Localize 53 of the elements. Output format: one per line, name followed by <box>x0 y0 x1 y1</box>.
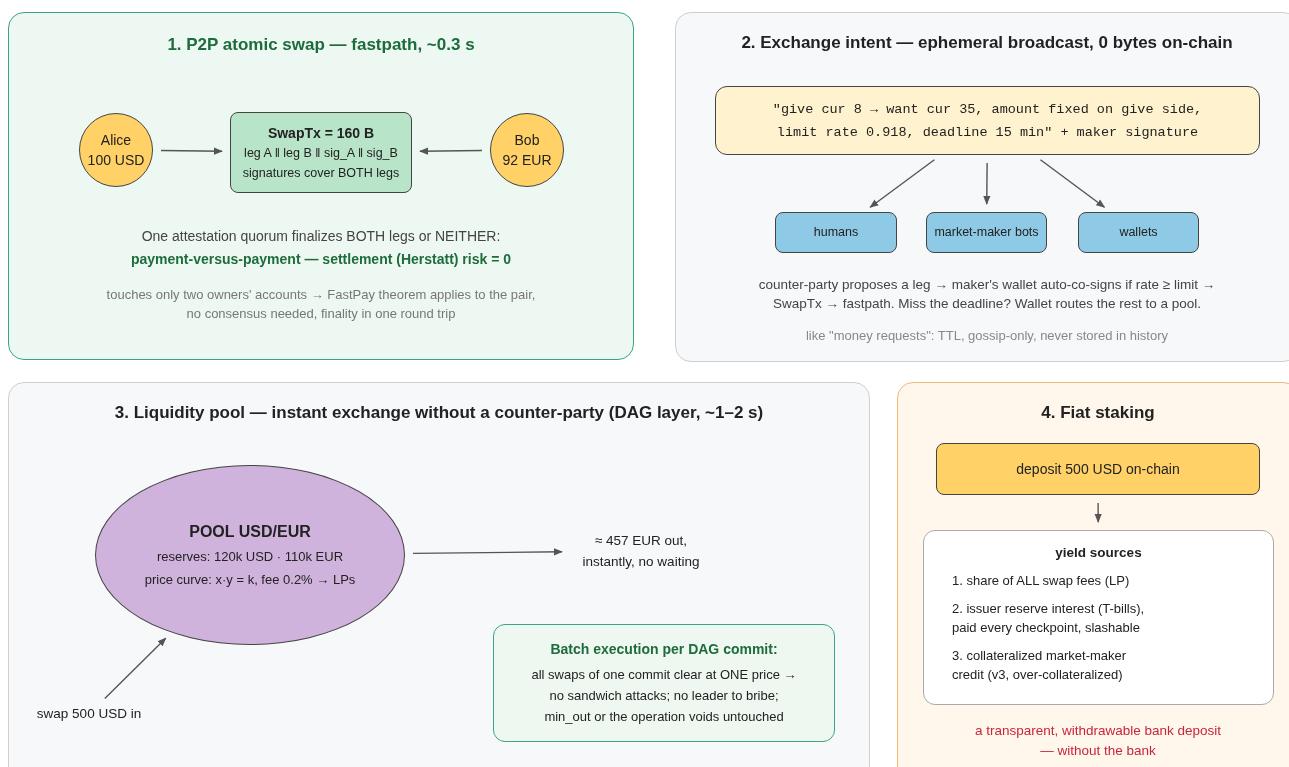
panel-title: 1. P2P atomic swap — fastpath, ~0.3 s <box>166 34 476 56</box>
output-label: ≈ 457 EUR out, instantly, no waiting <box>570 530 712 572</box>
list-card <box>923 530 1274 705</box>
arrow <box>983 162 991 205</box>
box-text: market-maker bots <box>934 224 1039 242</box>
tagline-text: a transparent, withdrawable bank deposit — without the bank <box>973 722 1223 760</box>
transaction-box <box>230 112 412 193</box>
pool-text: reserves: 120k USD · 110k EUR <box>156 548 344 566</box>
participant-box <box>926 212 1047 253</box>
note-text: touches only two owners' accounts → FastPay theorem applies to the pair, no consensus needed, finality in one round trip <box>105 286 537 323</box>
card-text: all swaps of one commit clear at ONE price → no sandwich attacks; no leader to bribe; min_out or the operation voids untouched <box>530 666 798 726</box>
panel-card <box>897 382 1289 767</box>
panel-card <box>675 12 1289 362</box>
balance-text: 100 USD <box>87 151 145 170</box>
box-text: leg A ‖ leg B ‖ sig_A ‖ sig_B <box>244 144 398 162</box>
box-title: SwapTx = 160 B <box>267 123 375 143</box>
account-name: Alice <box>100 131 132 150</box>
list-item: 3. collateralized market-maker credit (v3, over-collateralized) <box>951 647 1128 684</box>
list-item: 1. share of ALL swap fees (LP) <box>951 572 1131 590</box>
pool-title: POOL USD/EUR <box>189 522 311 542</box>
arrow <box>412 548 563 556</box>
info-card <box>493 624 835 742</box>
panel-card <box>8 12 634 360</box>
summary-text: One attestation quorum finalizes BOTH legs or NEITHER: <box>140 227 502 246</box>
card-title: Batch execution per DAG commit: <box>550 640 778 659</box>
pool-text: price curve: x·y = k, fee 0.2% → LPs <box>144 571 356 589</box>
arrow <box>160 147 223 155</box>
box-text: deposit 500 USD on-chain <box>1016 459 1180 479</box>
arrow <box>419 147 483 155</box>
arrow <box>104 637 167 700</box>
intent-box <box>715 86 1260 155</box>
intent-text: "give cur 8 → want cur 35, amount fixed on give side, limit rate 0.918, deadline 15 min" + maker signature <box>771 100 1204 142</box>
description-text: counter-party proposes a leg → maker's wallet auto-co-signs if rate ≥ limit → SwapTx → fastpath. Miss the deadline? Wallet routes the rest to a pool. <box>757 276 1217 313</box>
arrow <box>1094 502 1102 523</box>
box-text: wallets <box>1119 224 1158 242</box>
highlight-text: payment-versus-payment — settlement (Herstatt) risk = 0 <box>129 250 513 269</box>
arrow <box>869 159 936 208</box>
account-name: Bob <box>514 131 540 150</box>
box-text: humans <box>813 224 859 242</box>
note-text: like "money requests": TTL, gossip-only, never stored in history <box>804 327 1170 345</box>
participant-box <box>775 212 897 253</box>
deposit-box <box>936 443 1260 495</box>
input-label: swap 500 USD in <box>30 704 148 724</box>
panel-title: 4. Fiat staking <box>1040 402 1156 424</box>
balance-text: 92 EUR <box>502 151 552 170</box>
arrow <box>1039 159 1106 208</box>
participant-box <box>1078 212 1199 253</box>
panel-card <box>8 382 870 767</box>
box-text: signatures cover BOTH legs <box>242 164 400 182</box>
card-title: yield sources <box>1054 544 1143 562</box>
list-item: 2. issuer reserve interest (T-bills), paid every checkpoint, slashable <box>951 600 1146 637</box>
panel-title: 2. Exchange intent — ephemeral broadcast, 0 bytes on-chain <box>740 32 1234 54</box>
panel-title: 3. Liquidity pool — instant exchange without a counter-party (DAG layer, ~1–2 s) <box>113 402 765 424</box>
